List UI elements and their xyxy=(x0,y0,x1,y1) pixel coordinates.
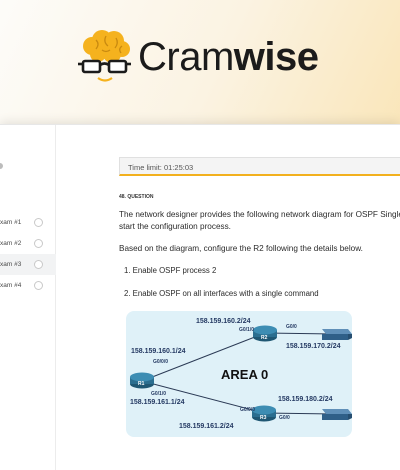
sidebar-item-exam-4[interactable]: xam #4 xyxy=(0,275,56,296)
sidebar-item-label: xam #2 xyxy=(0,240,22,247)
sidebar-item-exam-2[interactable]: xam #2 xyxy=(0,233,56,254)
router-r3-icon xyxy=(252,405,276,422)
step-item: 2. Enable OSPF on all interfaces with a … xyxy=(124,289,319,298)
brand-banner: Cramwise xyxy=(0,0,400,118)
radio-icon[interactable] xyxy=(34,218,43,227)
sidebar-item-label: xam #4 xyxy=(0,282,22,289)
brand-name: Cramwise xyxy=(138,37,319,77)
r2-right-address: 158.159.170.2/24 xyxy=(286,343,341,350)
switch-top-icon xyxy=(322,329,352,340)
r3-interface-g000: G0/0/0 xyxy=(240,407,256,413)
brand-name-regular: Cram xyxy=(138,35,234,79)
r1-bottom-address: 158.159.161.1/24 xyxy=(130,399,185,406)
r3-bottom-address: 158.159.161.2/24 xyxy=(179,423,234,430)
question-instructions: Based on the diagram, configure the R2 f… xyxy=(119,244,363,253)
time-limit-bar: Time limit: 01:25:03 xyxy=(119,157,400,176)
brand-logo: Cramwise xyxy=(76,28,319,86)
sidebar-item-label: xam #3 xyxy=(0,261,22,268)
question-text-line-1: The network designer provides the follow… xyxy=(119,210,400,219)
exam-sidebar: xam #1 xam #2 xam #3 xam #4 xyxy=(0,125,56,470)
exam-app-window: xam #1 xam #2 xam #3 xam #4 Time limit: … xyxy=(0,124,400,470)
r2-interface-g010: G0/1/0 xyxy=(239,327,255,333)
link-r1-r2 xyxy=(141,332,266,382)
exam-list: xam #1 xam #2 xam #3 xam #4 xyxy=(0,212,56,296)
router-r1-label: R1 xyxy=(138,381,145,387)
r3-right-address: 158.159.180.2/24 xyxy=(278,396,333,403)
radio-icon[interactable] xyxy=(34,260,43,269)
sidebar-item-exam-1[interactable]: xam #1 xyxy=(0,212,56,233)
radio-icon[interactable] xyxy=(34,239,43,248)
r2-interface-g00: G0/0 xyxy=(286,324,297,330)
question-number: 48. QUESTION xyxy=(119,194,154,200)
router-r2-label: R2 xyxy=(261,335,268,341)
sidebar-item-label: xam #1 xyxy=(0,219,22,226)
sidebar-collapse-handle[interactable] xyxy=(0,163,3,169)
router-r3-label: R3 xyxy=(260,415,267,421)
brand-name-bold: wise xyxy=(233,35,319,79)
link-r1-r3 xyxy=(141,380,265,414)
question-text-line-2: start the configuration process. xyxy=(119,222,231,231)
r1-interface-g010: G0/1/0 xyxy=(151,391,167,397)
r2-top-address: 158.159.160.2/24 xyxy=(196,318,251,325)
area-label: AREA 0 xyxy=(221,367,269,382)
radio-icon[interactable] xyxy=(34,281,43,290)
brain-glasses-icon xyxy=(78,30,131,82)
switch-bottom-icon xyxy=(322,409,352,420)
router-r2-icon xyxy=(253,325,277,342)
question-panel: Time limit: 01:25:03 48. QUESTION The ne… xyxy=(56,125,400,470)
sidebar-item-exam-3[interactable]: xam #3 xyxy=(0,254,56,275)
network-diagram: 158.159.160.2/24 G0/1/0 G0/0 R2 158.159.… xyxy=(126,311,352,437)
r3-interface-g00: G0/0 xyxy=(279,415,290,421)
network-diagram-graphics xyxy=(130,325,352,422)
router-r1-icon xyxy=(130,372,154,389)
step-item: 1. Enable OSPF process 2 xyxy=(124,266,217,275)
r1-interface-g000: G0/0/0 xyxy=(153,359,169,365)
r1-top-address: 158.159.160.1/24 xyxy=(131,348,186,355)
